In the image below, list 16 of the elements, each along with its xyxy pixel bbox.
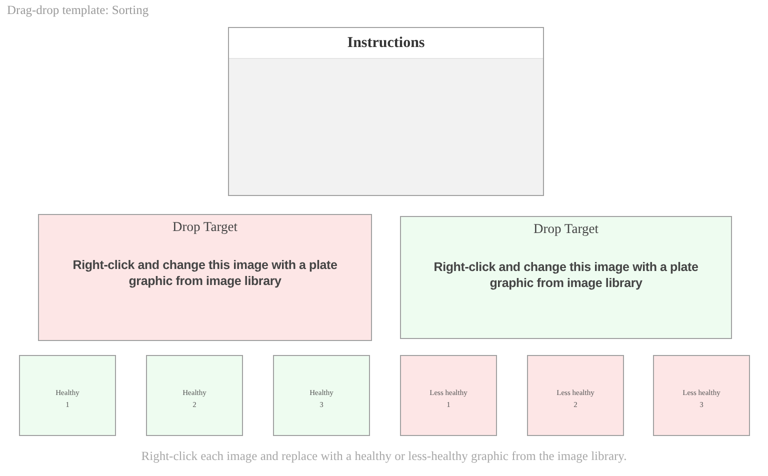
page-title: Drag-drop template: Sorting xyxy=(7,3,149,18)
image-placeholder-card xyxy=(273,355,370,436)
instruction-text: Right-click and change this image with a plate graphic from image library xyxy=(72,257,338,289)
caption: Right-click each image and replace with a healthy or less-healthy graphic from the image library. xyxy=(141,449,627,464)
panel-heading: Instructions xyxy=(229,28,543,59)
image-placeholder-card xyxy=(653,355,750,436)
image-placeholder-card xyxy=(19,355,116,436)
box-title: Drop Target xyxy=(534,221,598,237)
instructions-panel xyxy=(228,27,544,196)
image-placeholder-card xyxy=(400,355,497,436)
instruction-text: Right-click and change this image with a plate graphic from image library xyxy=(432,259,700,291)
box-title: Drop Target xyxy=(172,219,238,235)
drop-target-box xyxy=(38,214,372,341)
drop-target-box xyxy=(400,216,732,339)
image-placeholder-card xyxy=(146,355,243,436)
image-placeholder-card xyxy=(527,355,624,436)
